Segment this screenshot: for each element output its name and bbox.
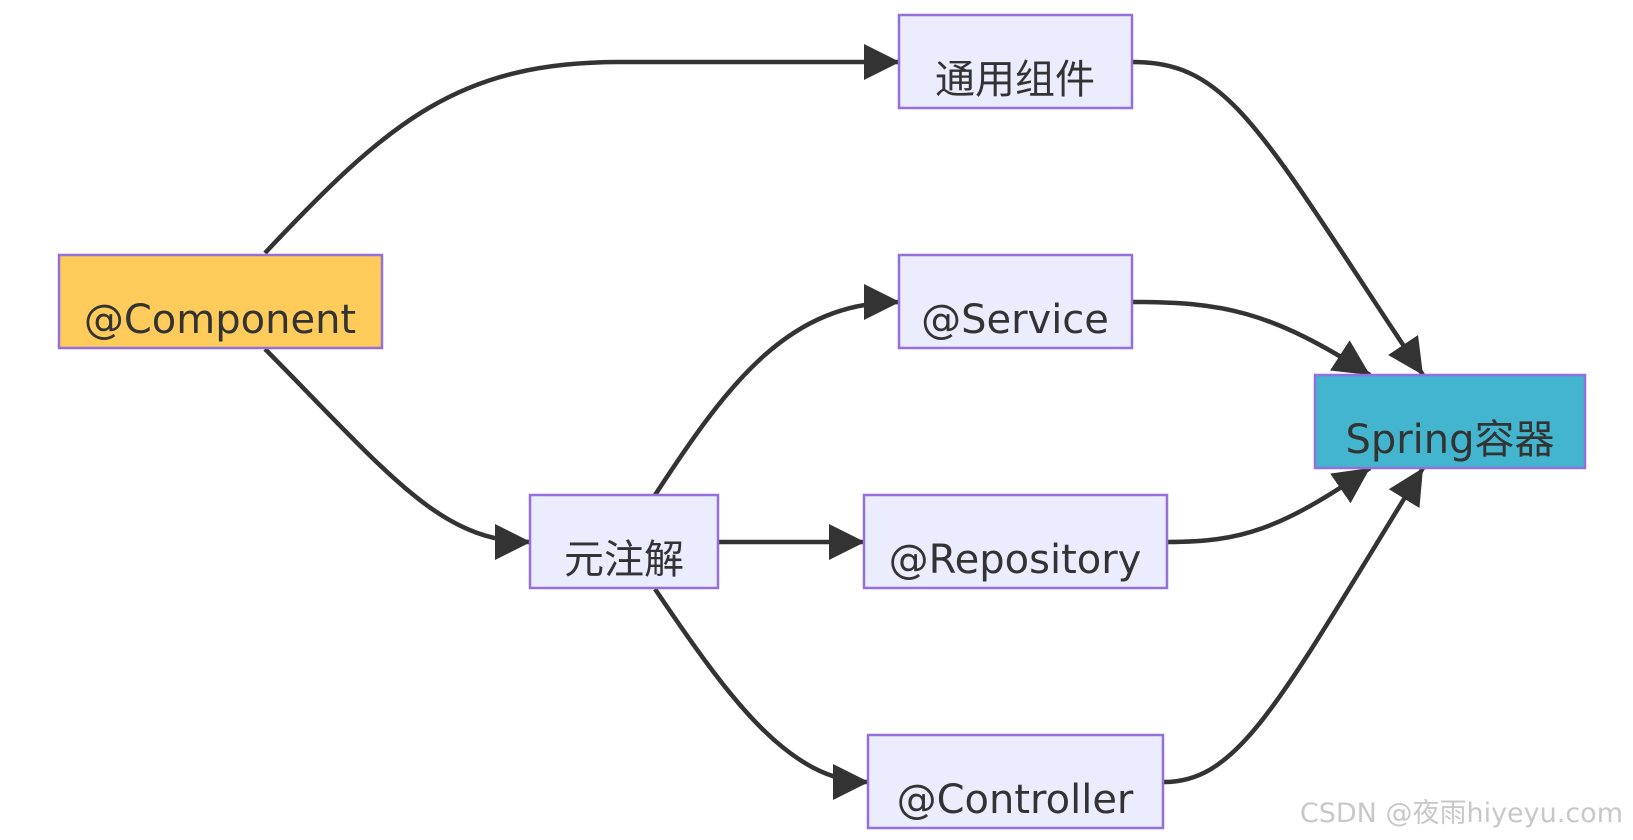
edge-component-meta	[263, 347, 532, 560]
node-generic-label: 通用组件	[935, 57, 1095, 103]
edge-repository-spring	[1167, 466, 1372, 545]
edge-service-spring	[1132, 299, 1372, 377]
edge-meta-service	[653, 284, 901, 497]
node-controller-label: @Controller	[897, 777, 1134, 823]
node-generic-box	[897, 13, 1134, 110]
edges	[263, 44, 1425, 800]
node-controller-box	[866, 733, 1165, 830]
node-spring-box	[1313, 373, 1587, 470]
node-repository-label: @Repository	[889, 537, 1142, 583]
node-meta-box	[528, 493, 720, 590]
node-component: @Component	[57, 253, 384, 350]
node-repository: @Repository	[862, 493, 1169, 590]
node-component-box	[57, 253, 384, 350]
node-spring: Spring容器	[1313, 373, 1587, 470]
nodes: @Component 通用组件 元注解 @Service @Repository…	[57, 13, 1587, 830]
node-meta-label: 元注解	[564, 537, 684, 583]
node-service-label: @Service	[921, 297, 1109, 343]
edge-generic-spring	[1132, 59, 1425, 377]
watermark: CSDN @夜雨hiyeyu.com	[1299, 798, 1623, 829]
node-service-box	[897, 253, 1134, 350]
edge-controller-spring	[1163, 466, 1425, 785]
node-controller: @Controller	[866, 733, 1165, 830]
node-service: @Service	[897, 253, 1134, 350]
edge-meta-controller	[653, 587, 870, 800]
edge-component-generic	[263, 44, 900, 255]
node-meta: 元注解	[528, 493, 720, 590]
node-component-label: @Component	[84, 297, 356, 343]
node-generic: 通用组件	[897, 13, 1134, 110]
node-spring-label: Spring容器	[1345, 417, 1554, 463]
node-repository-box	[862, 493, 1169, 590]
